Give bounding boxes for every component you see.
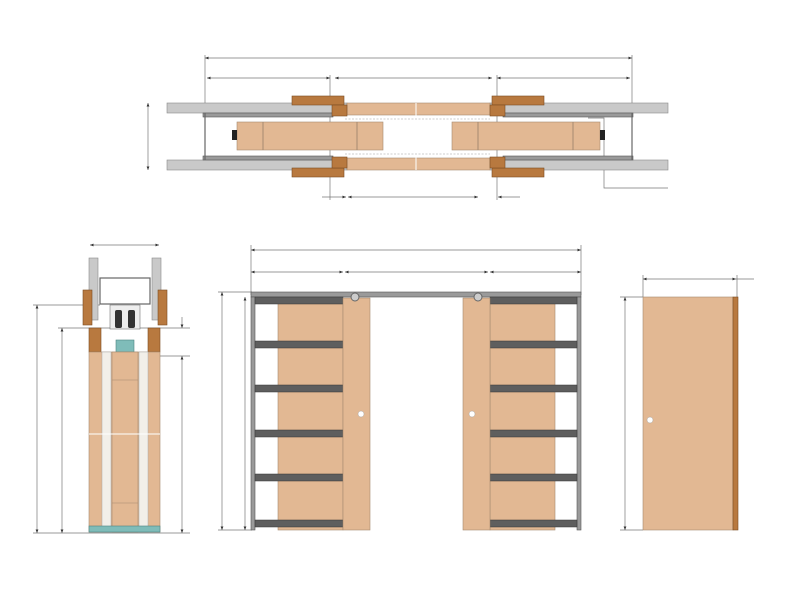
drawing-shape	[489, 473, 578, 482]
right-door-stop	[600, 130, 605, 140]
drawing-shape	[82, 289, 93, 326]
drawing-shape	[346, 157, 491, 171]
plan-sliding-doors	[232, 118, 605, 155]
door-edge	[732, 296, 739, 531]
plan-view	[146, 55, 669, 200]
right-pocket-panel	[489, 299, 556, 531]
drawing-shape	[250, 296, 256, 531]
right-sliding-door	[462, 297, 491, 531]
left-pocket-panel	[277, 299, 344, 531]
drawing-shape	[576, 296, 582, 531]
drawing-shape	[254, 519, 344, 528]
top-track	[250, 291, 582, 298]
drawing-shape	[346, 102, 491, 116]
drawing-shape	[502, 155, 634, 161]
door-elevation	[620, 275, 754, 531]
drawing-shape	[254, 429, 344, 438]
drawing-shape	[588, 117, 668, 189]
drawing-shape	[254, 473, 344, 482]
drawing-shape	[254, 384, 344, 393]
pocket-crossbars	[254, 296, 578, 528]
trolley-housing	[109, 304, 141, 330]
drawing-shape	[202, 112, 334, 118]
left-sliding-door	[342, 297, 371, 531]
drawing-shape	[101, 351, 112, 533]
drawing-shape	[254, 340, 344, 349]
drawing-shape	[489, 384, 578, 393]
door-pull-icon	[468, 410, 476, 418]
plan-frame-steel	[202, 112, 634, 161]
left-door-stop	[232, 130, 237, 140]
trolley-wheel	[115, 310, 122, 328]
drawing-shape	[489, 429, 578, 438]
left-door-plan	[236, 121, 384, 151]
elevation-dimension-lines	[218, 245, 582, 531]
trolley-wheel	[128, 310, 135, 328]
drawing-shape	[151, 257, 162, 321]
plan-dimension-lines	[146, 55, 668, 200]
section-view	[33, 243, 190, 534]
drawing-shape	[88, 327, 102, 353]
right-door-plan	[451, 121, 601, 151]
drawing-shape	[157, 289, 168, 326]
drawing-shape	[491, 95, 545, 106]
drawing-shape	[491, 167, 545, 178]
door-leaf	[642, 296, 734, 531]
door-pull-icon	[357, 410, 365, 418]
drawing-shape	[291, 167, 345, 178]
drawing-shape	[202, 155, 334, 161]
drawing-shape	[291, 95, 345, 106]
trolley-icon	[350, 292, 360, 302]
door-section	[111, 351, 139, 533]
drawing-shape	[489, 104, 506, 117]
drawing-shape	[331, 156, 348, 169]
drawing-shape	[489, 519, 578, 528]
drawing-shape	[254, 296, 344, 305]
drawing-shape	[331, 104, 348, 117]
drawing-shape	[489, 296, 578, 305]
drawing-shape	[489, 340, 578, 349]
hanger-bracket	[115, 339, 135, 353]
drawing-shape	[88, 257, 99, 321]
door-pull-icon	[646, 416, 654, 424]
drawing-shape	[502, 112, 634, 118]
section-header-profile	[99, 277, 151, 305]
front-elevation	[218, 245, 582, 531]
drawing-shape	[147, 327, 161, 353]
floor-guide	[88, 525, 161, 533]
drawing-shape	[138, 351, 149, 533]
drawing-shape	[489, 156, 506, 169]
plan-trims	[291, 95, 545, 178]
trolley-icon	[473, 292, 483, 302]
